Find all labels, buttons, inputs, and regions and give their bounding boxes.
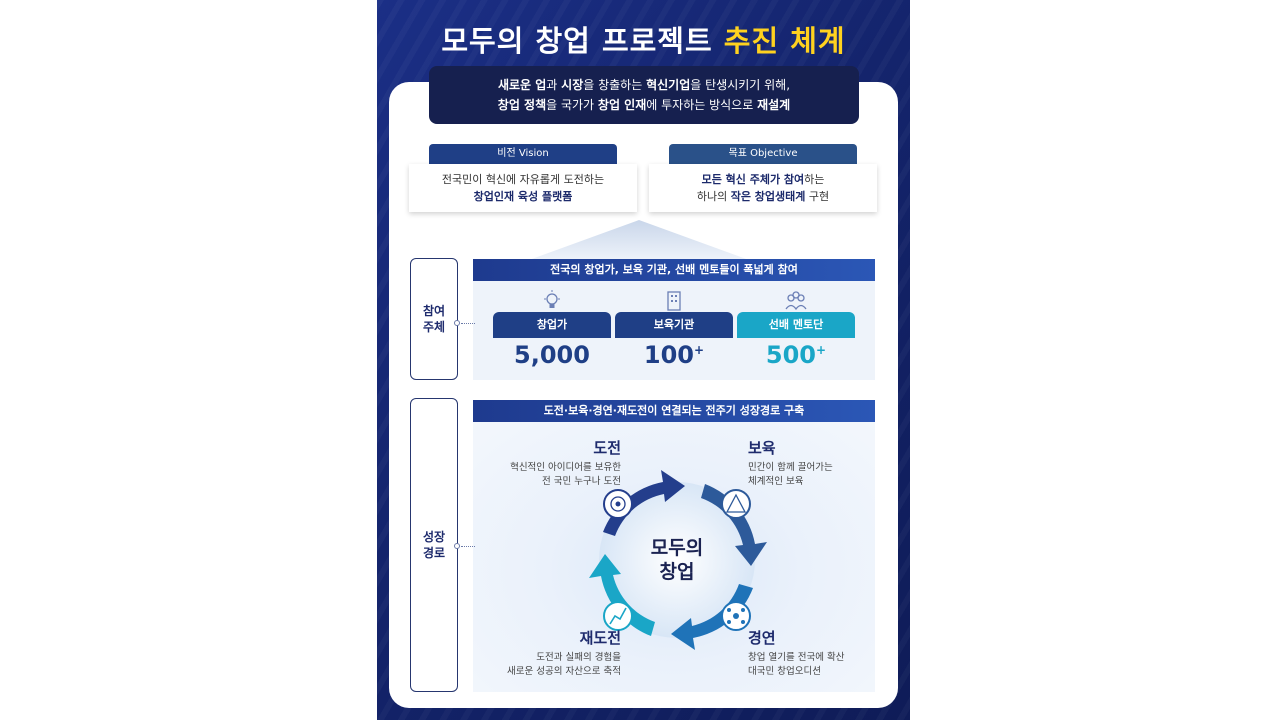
objective-line-1: 모든 혁신 주체가 참여하는 (649, 171, 877, 188)
stage-title: 보육 (748, 439, 776, 457)
stat-value: 5,000 (493, 341, 611, 369)
connector-line (461, 323, 475, 324)
stage-desc: 체계적인 보육 (748, 476, 804, 487)
building-icon (615, 290, 733, 312)
center-line-2: 창업 (659, 561, 695, 583)
stat-suffix: + (816, 343, 827, 357)
mission-text: 을 탄생시키기 위해, (690, 78, 791, 92)
side-label-text: 성장 (422, 530, 446, 544)
stat-number: 500 (765, 341, 817, 369)
stage-retry: 재도전 도전과 실패의 경험을 새로운 성공의 자산으로 축적 (476, 627, 621, 679)
mentor-group-icon (737, 290, 855, 312)
stat-label: 창업가 (493, 312, 611, 338)
lightbulb-icon (493, 290, 611, 312)
connector-dot (454, 320, 460, 326)
objective-bold: 작은 창업생태계 (730, 190, 806, 203)
stage-desc: 대국민 창업오디션 (748, 666, 821, 677)
objective-line-2: 하나의 작은 창업생태계 구현 (649, 188, 877, 205)
stat-founders: 창업가 5,000 (493, 290, 611, 369)
stage-desc: 민간이 함께 끌어가는 (748, 462, 833, 473)
cycle-center-disc (599, 482, 755, 638)
participants-side-label: 참여 주체 (410, 258, 458, 380)
stage-challenge: 도전 혁신적인 아이디어를 보유한 전 국민 누구나 도전 (481, 437, 621, 489)
side-label-text: 참여 (422, 304, 446, 318)
stat-incubators: 보육기관 100+ (615, 290, 733, 369)
mission-text: 과 (546, 78, 562, 92)
stage-title: 경연 (748, 629, 776, 647)
people-pyramid-icon (721, 489, 751, 519)
stage-desc: 창업 열기를 전국에 확산 (748, 652, 845, 663)
arrow-retry-to-challenge (589, 554, 655, 636)
network-icon (721, 601, 751, 631)
objective-text: 구현 (805, 190, 830, 203)
climb-icon (603, 601, 633, 631)
side-label-text: 주체 (422, 320, 446, 334)
stage-desc: 새로운 성공의 자산으로 축적 (507, 666, 621, 677)
growth-cycle (589, 470, 767, 650)
mission-bold: 창업 정책 (497, 98, 547, 112)
title-main: 모두의 창업 프로젝트 (441, 24, 713, 58)
vision-line-2: 창업인재 육성 플랫폼 (473, 190, 573, 203)
stat-mentors: 선배 멘토단 500+ (737, 290, 855, 369)
mission-line-1: 새로운 업과 시장을 창출하는 혁신기업을 탄생시키기 위해, (429, 75, 859, 95)
stage-desc: 혁신적인 아이디어를 보유한 (510, 462, 621, 473)
vision-line-1: 전국민이 혁신에 자유롭게 도전하는 (441, 173, 605, 186)
stage-desc: 전 국민 누구나 도전 (542, 476, 621, 487)
mission-bold: 창업 인재 (597, 98, 647, 112)
poster: 모두의 창업 프로젝트 추진 체계 새로운 업과 시장을 창출하는 혁신기업을 … (377, 0, 910, 720)
objective-card: 모든 혁신 주체가 참여하는 하나의 작은 창업생태계 구현 (649, 164, 877, 212)
objective-header: 목표 Objective (669, 144, 857, 164)
participants-header: 전국의 창업가, 보육 기관, 선배 멘토들이 폭넓게 참여 (473, 259, 875, 281)
cycle-center-text: 모두의 창업 (617, 536, 737, 584)
stage-title: 재도전 (579, 629, 621, 647)
mission-line-2: 창업 정책을 국가가 창업 인재에 투자하는 방식으로 재설계 (429, 95, 859, 115)
funnel-triangle (529, 220, 749, 260)
objective-text: 하는 (804, 173, 825, 186)
page-title: 모두의 창업 프로젝트 추진 체계 (377, 18, 910, 60)
growth-header: 도전·보육·경연·재도전이 연결되는 전주기 성장경로 구축 (473, 400, 875, 422)
stat-label: 보육기관 (615, 312, 733, 338)
connector-line (461, 546, 475, 547)
side-label-text: 경로 (422, 546, 446, 560)
center-line-1: 모두의 (650, 537, 704, 559)
stat-value: 100+ (615, 341, 733, 369)
growth-side-label: 성장 경로 (410, 398, 458, 692)
stat-suffix: + (694, 343, 705, 357)
mission-text: 을 창출하는 (583, 78, 647, 92)
vision-card: 전국민이 혁신에 자유롭게 도전하는 창업인재 육성 플랫폼 (409, 164, 637, 212)
stat-number: 5,000 (514, 341, 590, 369)
objective-text: 하나의 (696, 190, 731, 203)
stage-contest: 경연 창업 열기를 전국에 확산 대국민 창업오디션 (748, 627, 873, 679)
mission-text: 을 국가가 (546, 98, 598, 112)
stat-label: 선배 멘토단 (737, 312, 855, 338)
stage-title: 도전 (593, 439, 621, 457)
stage-desc: 도전과 실패의 경험을 (536, 652, 621, 663)
mission-statement: 새로운 업과 시장을 창출하는 혁신기업을 탄생시키기 위해, 창업 정책을 국… (429, 66, 859, 124)
objective-bold: 모든 혁신 주체가 참여 (701, 173, 805, 186)
mission-bold: 시장 (561, 78, 584, 92)
mission-bold: 새로운 업 (497, 78, 547, 92)
mission-text: 에 투자하는 방식으로 (646, 98, 758, 112)
connector-dot (454, 543, 460, 549)
arrow-contest-to-retry (671, 584, 753, 650)
title-highlight: 추진 체계 (723, 24, 846, 58)
stat-number: 100 (643, 341, 695, 369)
mission-bold: 재설계 (757, 98, 791, 112)
stat-value: 500+ (737, 341, 855, 369)
target-icon (603, 489, 633, 519)
vision-header: 비전 Vision (429, 144, 617, 164)
arrow-challenge-to-incubate (603, 470, 685, 536)
arrow-incubate-to-contest (701, 484, 767, 566)
mission-bold: 혁신기업 (646, 78, 691, 92)
stage-incubate: 보육 민간이 함께 끌어가는 체계적인 보육 (748, 437, 868, 489)
